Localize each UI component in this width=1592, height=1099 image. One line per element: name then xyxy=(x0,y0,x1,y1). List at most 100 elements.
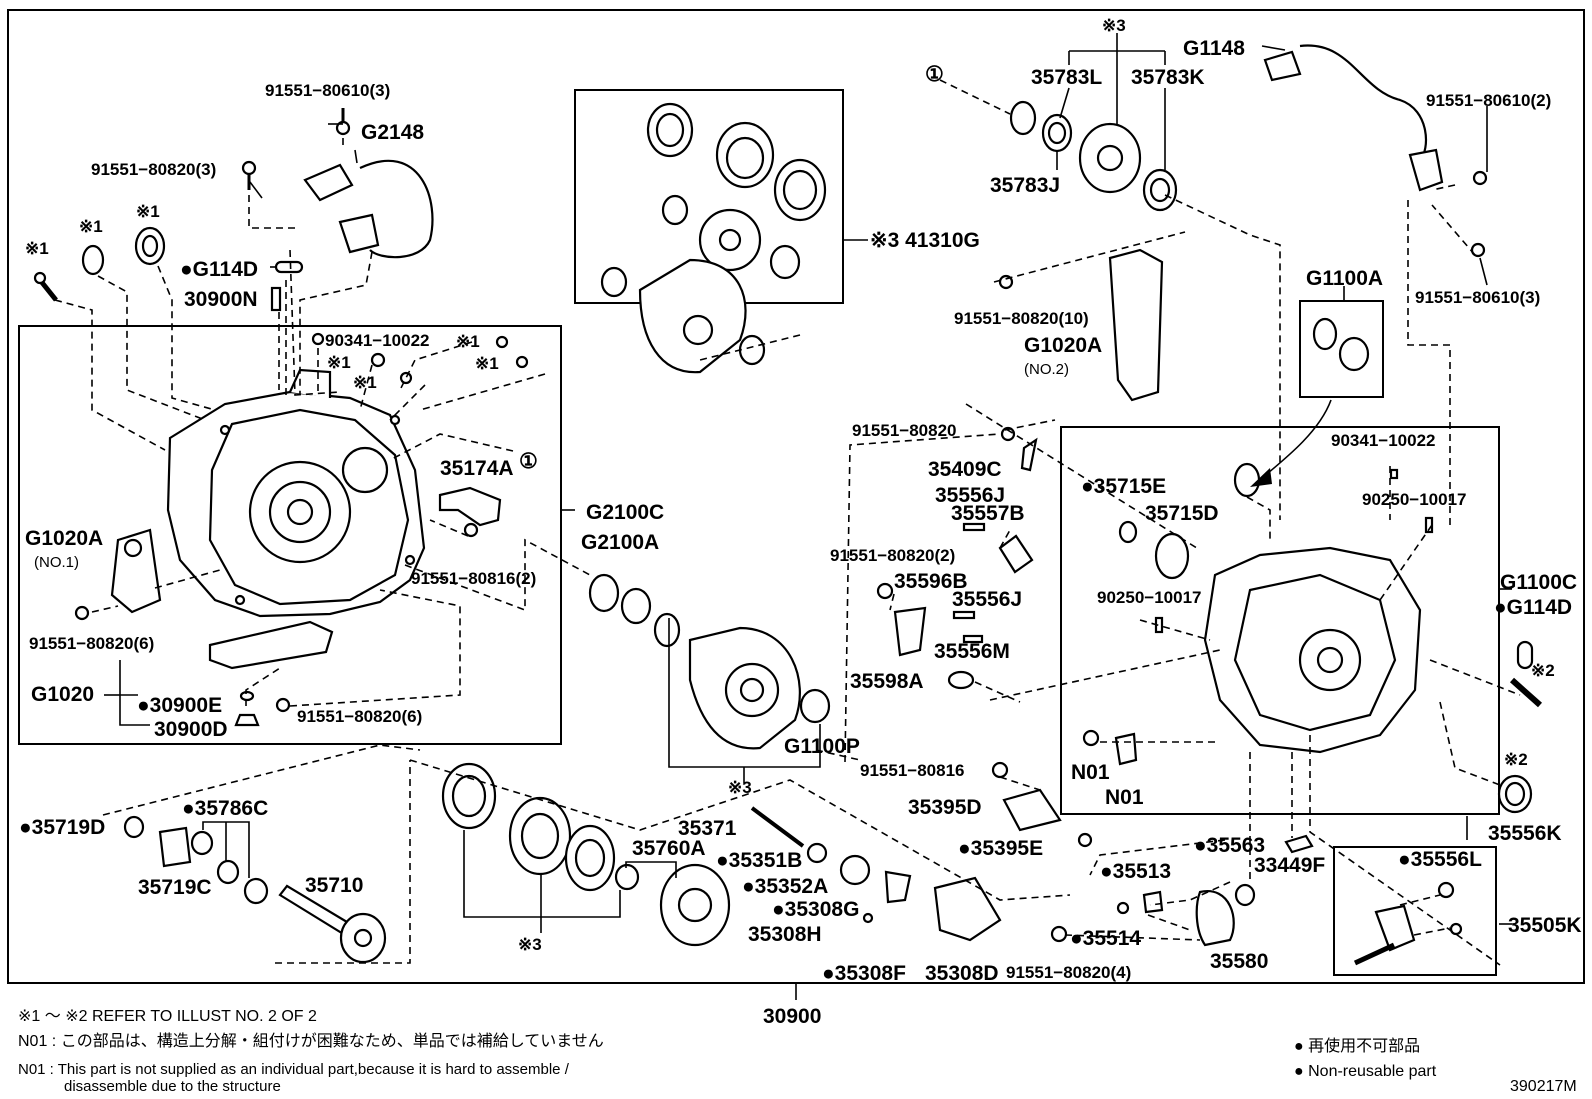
solid-leaders xyxy=(104,33,1512,933)
box-35505k xyxy=(1333,846,1497,976)
label-x1-d: ※1 xyxy=(456,332,480,351)
g1020-plate xyxy=(208,620,334,670)
label-35557b: 35557B xyxy=(951,502,1025,525)
label-35786c: ●35786C xyxy=(182,797,268,820)
seal-x1-b xyxy=(81,244,105,276)
label-35710: 35710 xyxy=(305,874,363,897)
label-35505k: 35505K xyxy=(1508,914,1582,937)
differential-case xyxy=(688,626,801,750)
g1020a-no2-cover xyxy=(1108,248,1164,402)
label-35783k: 35783K xyxy=(1131,66,1205,89)
label-35563: ●35563 xyxy=(1194,834,1265,857)
footer: ※1 〜 ※2 REFER TO ILLUST NO. 2 OF 2 N01 :… xyxy=(18,1008,1577,1095)
label-x1-c: ※1 xyxy=(136,202,160,221)
label-91551-80820-mid: 91551−80820 xyxy=(852,421,956,440)
bolt-91551-80820-6a xyxy=(74,605,90,621)
35580-part xyxy=(1195,890,1235,947)
35505k-parts xyxy=(1374,904,1416,952)
label-x3-top: ※3 xyxy=(1102,16,1126,35)
label-33449f: 33449F xyxy=(1254,854,1325,877)
label-30900n: 30900N xyxy=(184,288,258,311)
label-35308h: 35308H xyxy=(748,923,822,946)
label-91551-80820-6-b: 91551−80820(6) xyxy=(297,707,422,726)
label-35513: ●35513 xyxy=(1100,860,1171,883)
label-35351b: ●35351B xyxy=(716,849,802,872)
label-35598a: 35598A xyxy=(850,670,924,693)
bolt-91551-80610-top xyxy=(335,108,351,136)
label-91551-80820-3: 91551−80820(3) xyxy=(91,160,216,179)
label-35719c: 35719C xyxy=(138,876,212,899)
bolt-91551-80820-6b xyxy=(275,697,291,713)
footer-n01-jp: N01 : この部品は、構造上分解・組付けが困難なため、単品では補給していません xyxy=(18,1032,604,1050)
leader-lines xyxy=(54,79,1521,966)
35598a-part xyxy=(947,670,975,690)
arrow-g1100a xyxy=(1261,399,1332,479)
label-35719d: ●35719D xyxy=(19,816,105,839)
transaxle-case-left xyxy=(166,368,426,618)
label-x1-a: ※1 xyxy=(25,239,49,258)
label-g1020a-no2: G1020A xyxy=(1024,334,1102,357)
35409c-clip xyxy=(1020,437,1038,472)
label-35556l: ●35556L xyxy=(1398,848,1482,871)
g1148-harness xyxy=(1263,44,1444,192)
label-91551-80820-4: 91551−80820(4) xyxy=(1006,963,1131,982)
label-x1-b: ※1 xyxy=(79,217,103,236)
35395d-shaft xyxy=(1002,788,1062,832)
label-91551-80610-3-top: 91551−80610(3) xyxy=(265,81,390,100)
label-35556k: 35556K xyxy=(1488,822,1562,845)
box-g1100a xyxy=(1299,300,1384,398)
label-35514: ●35514 xyxy=(1070,927,1141,950)
label-g2100a: G2100A xyxy=(581,531,659,554)
box-case-group xyxy=(18,325,562,745)
label-35580: 35580 xyxy=(1210,950,1268,973)
label-35760a: 35760A xyxy=(632,837,706,860)
label-91551-80820-2: 91551−80820(2) xyxy=(830,546,955,565)
label-35596b: 35596B xyxy=(894,570,968,593)
n01-sensor xyxy=(1114,732,1138,766)
label-35308f: ●35308F xyxy=(822,962,906,985)
label-g1020: G1020 xyxy=(31,683,94,706)
35596b-plate xyxy=(893,606,927,657)
35308d-parts xyxy=(933,876,1002,942)
label-35308d: 35308D xyxy=(925,962,999,985)
bolt-91551-80820-3 xyxy=(241,160,257,190)
label-35556j-b: 35556J xyxy=(952,588,1022,611)
label-circle1-left: ① xyxy=(519,450,538,473)
g1020a-no1-cover xyxy=(110,528,162,614)
g1100p-bearing xyxy=(799,688,831,724)
label-g1148: G1148 xyxy=(1183,37,1245,60)
label-g1100p: G1100P xyxy=(784,735,860,758)
part-labels: 91551−80610(3) G2148 91551−80820(3) ※1 ※… xyxy=(19,16,1582,1028)
label-30900d: 30900D xyxy=(154,718,228,741)
label-35352a: ●35352A xyxy=(742,875,828,898)
label-35715d: 35715D xyxy=(1145,502,1219,525)
35557b-lever xyxy=(998,534,1034,574)
diagram-code: 390217M xyxy=(1510,1078,1577,1095)
legend-en: ● Non-reusable part xyxy=(1294,1063,1437,1080)
35715d-gear xyxy=(1154,532,1190,580)
label-35556m: 35556M xyxy=(934,640,1010,663)
label-35715e: ●35715E xyxy=(1081,475,1166,498)
label-g114d-top: ●G114D xyxy=(180,258,258,281)
footer-refer: ※1 〜 ※2 REFER TO ILLUST NO. 2 OF 2 xyxy=(18,1008,317,1025)
35719c-bearing xyxy=(158,826,192,868)
transaxle-housing-right xyxy=(1203,546,1422,754)
g2148-harness xyxy=(303,159,434,259)
label-35409c: 35409C xyxy=(928,458,1002,481)
label-x1-g: ※1 xyxy=(353,373,377,392)
label-g1100a: G1100A xyxy=(1306,267,1383,290)
label-x3-bottom: ※3 xyxy=(518,935,542,954)
label-41310g: ※3 41310G xyxy=(870,229,980,252)
41310g-differential xyxy=(600,102,827,374)
label-35308g: ●35308G xyxy=(772,898,859,921)
label-g2100c: G2100C xyxy=(586,501,664,524)
label-circle1-right: ① xyxy=(925,63,944,86)
35760a-carrier xyxy=(659,863,731,947)
label-91551-80610-2: 91551−80610(2) xyxy=(1426,91,1551,110)
35174a-bracket xyxy=(438,486,502,527)
label-90250-10017-b: 90250−10017 xyxy=(1097,588,1201,607)
label-35174a: 35174A xyxy=(440,457,514,480)
label-90341-10022-left: 90341−10022 xyxy=(325,331,429,350)
35719d-oring xyxy=(123,815,145,839)
g114d-seal-top xyxy=(274,260,304,274)
